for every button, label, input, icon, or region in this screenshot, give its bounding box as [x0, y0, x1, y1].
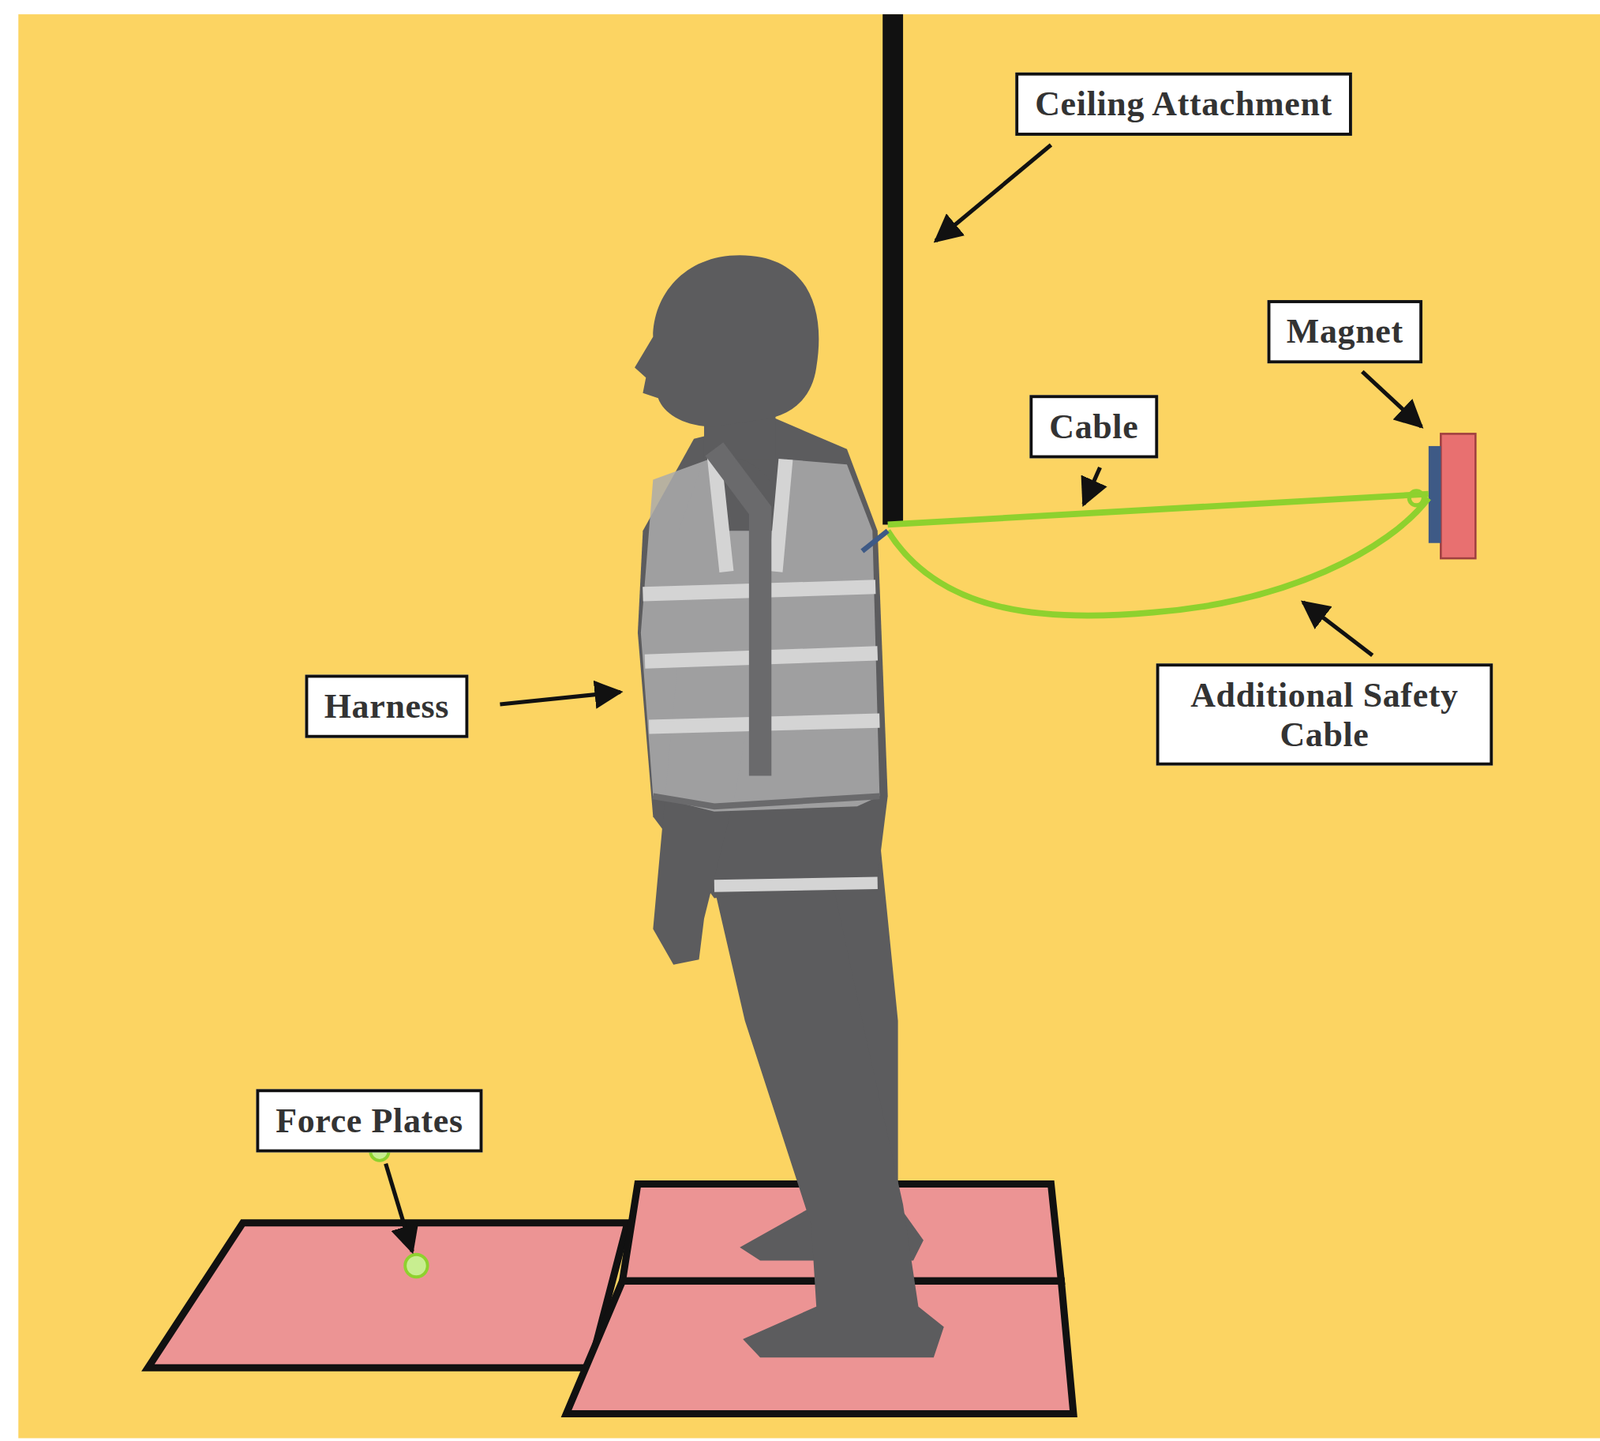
callout-label: Magnet: [1266, 300, 1423, 364]
label-text: Ceiling Attachment: [1034, 84, 1333, 125]
background: [18, 14, 1600, 1438]
cable: [888, 494, 1429, 525]
callout-label: Additional Safety Cable: [1156, 663, 1494, 766]
label-text: Force Plates: [275, 1100, 464, 1141]
magnet-block: [1440, 433, 1476, 559]
label-text: Additional Safety Cable: [1175, 674, 1473, 754]
marker-dot: [404, 1254, 428, 1277]
callout-label: Force Plates: [256, 1089, 484, 1152]
person-figure: [634, 254, 945, 1357]
force-plates: [147, 1184, 1074, 1414]
callout-label: Cable: [1030, 395, 1158, 458]
label-text: Harness: [324, 685, 450, 727]
harness: [640, 449, 880, 886]
ceiling-pole: [882, 14, 904, 525]
callout-label: Ceiling Attachment: [1015, 72, 1353, 135]
cable-loop: [1408, 490, 1424, 506]
cable-clip: [861, 530, 888, 551]
label-text: Magnet: [1286, 311, 1404, 353]
safety-cable: [888, 498, 1429, 616]
label-text: Cable: [1049, 406, 1139, 447]
magnet-plate: [1428, 445, 1442, 544]
callout-label: Harness: [304, 674, 469, 738]
